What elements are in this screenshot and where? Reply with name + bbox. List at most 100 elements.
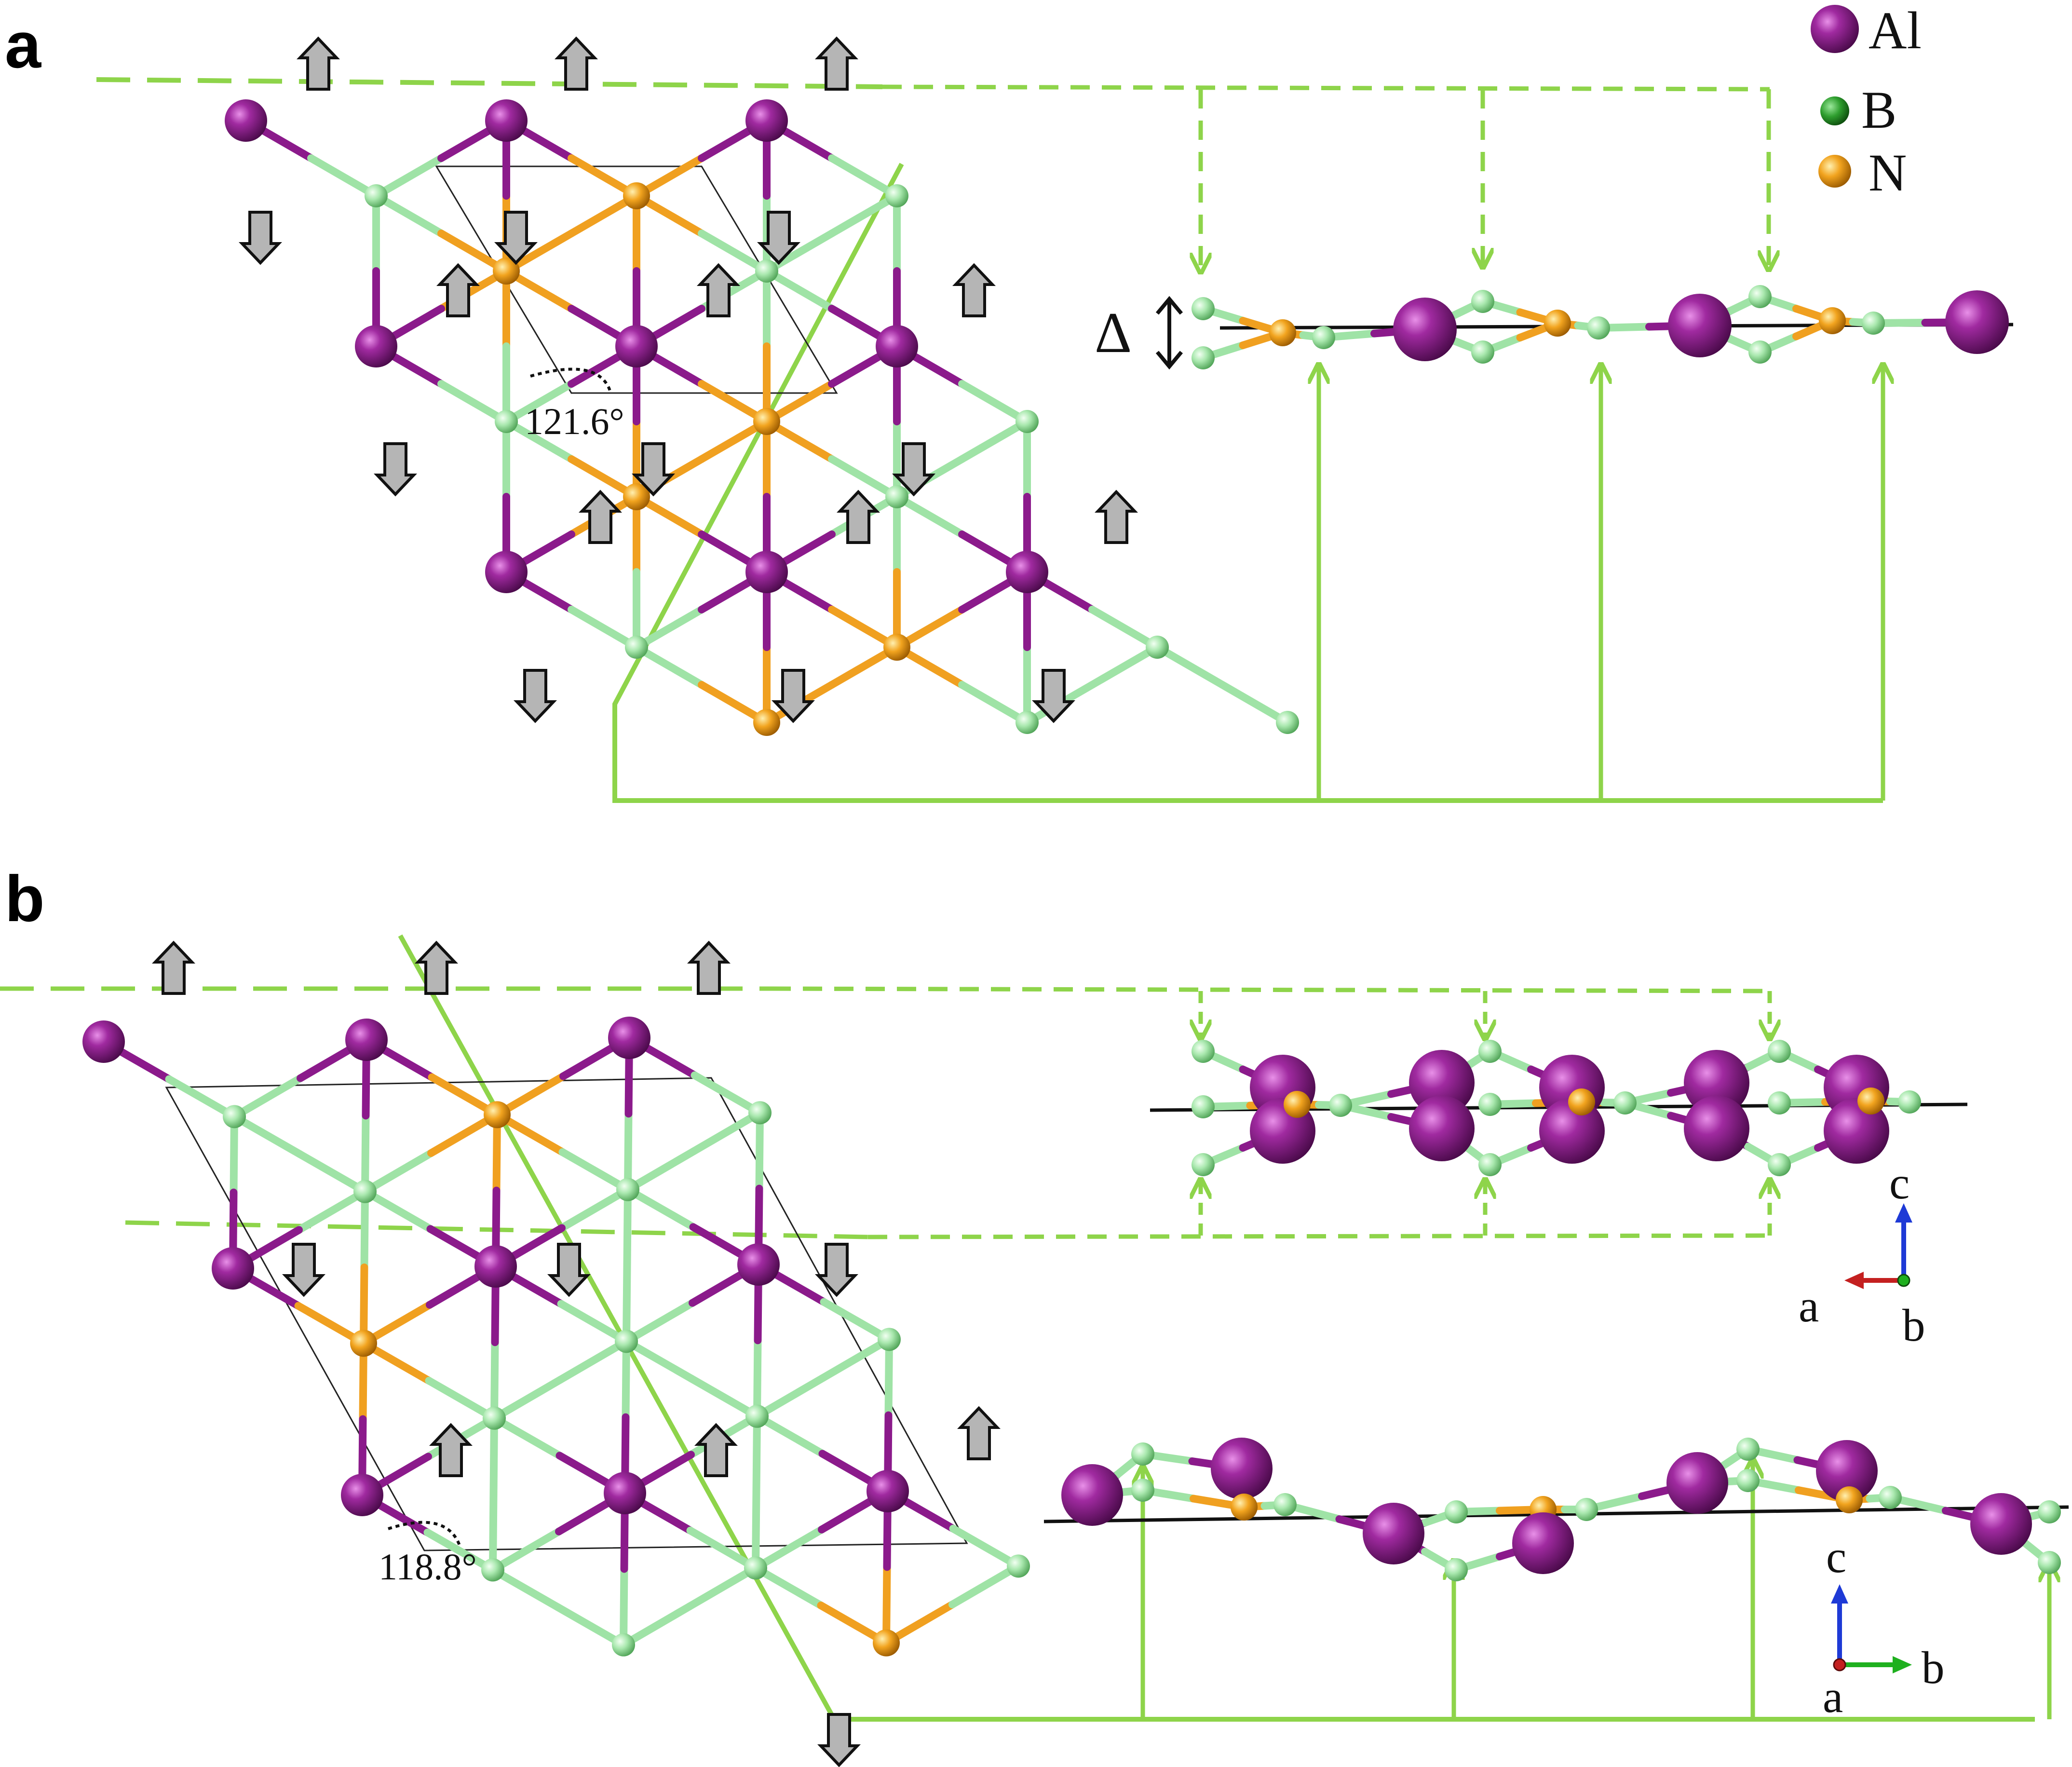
al-atom [355, 325, 397, 367]
bond [230, 1074, 304, 1121]
bond [828, 192, 901, 237]
bond [624, 1147, 698, 1194]
b-atom [748, 1101, 772, 1125]
b-atom [353, 1180, 377, 1203]
displacement-up-arrow [952, 263, 996, 317]
b-atom [612, 1633, 635, 1657]
b-atom [1575, 1498, 1598, 1521]
b-atom [1478, 1040, 1502, 1063]
bond [296, 1150, 369, 1196]
al-atom [745, 551, 788, 593]
b-atom [1445, 1500, 1468, 1523]
bond [755, 1109, 764, 1193]
al-atom [485, 99, 528, 142]
bond [623, 1185, 632, 1269]
bond [620, 1603, 693, 1649]
b-atom [2038, 1551, 2061, 1574]
axes-triad-top: c a b [1799, 1157, 1925, 1351]
bond [425, 1377, 498, 1422]
bond [688, 1375, 761, 1420]
bond [633, 643, 705, 689]
bond [752, 1488, 760, 1572]
legend: Al B N [1811, 1, 1922, 202]
axis-label-a-bottom: a [1823, 1671, 1843, 1722]
al-atom [1816, 1440, 1878, 1502]
bond [828, 154, 901, 200]
bond [949, 1524, 1022, 1570]
displacement-up-arrow [694, 1423, 738, 1477]
b-atom [744, 1556, 767, 1580]
bond [372, 154, 445, 200]
axis-label-c-bottom: c [1826, 1531, 1846, 1582]
bond [490, 1414, 564, 1460]
side-view-a [1192, 285, 2014, 369]
n-atom [753, 408, 780, 435]
bond [686, 1526, 759, 1572]
displacement-down-arrow [494, 211, 538, 265]
al-atom [1512, 1512, 1574, 1574]
bond [489, 1490, 498, 1574]
bond [490, 1376, 564, 1422]
axis-label-a-top: a [1799, 1280, 1819, 1332]
displacement-down-arrow [632, 442, 675, 497]
n-atom [493, 258, 520, 285]
displacement-down-arrow [282, 1243, 325, 1297]
bond [623, 1299, 696, 1346]
b-atom [1862, 312, 1885, 335]
b-atom [755, 259, 778, 283]
b-atom [481, 1558, 504, 1582]
bond [437, 380, 510, 425]
bond [423, 1528, 497, 1574]
b-atom [1768, 1091, 1791, 1115]
side-view-b-upper [1150, 1040, 1968, 1176]
n-atom [1544, 310, 1571, 337]
legend-n-label: N [1869, 143, 1907, 202]
bond [828, 455, 901, 501]
al-atom [1539, 1098, 1605, 1164]
al-atom [1409, 1050, 1475, 1115]
reference-plane-line [1043, 1505, 2069, 1523]
al-atom [82, 1020, 125, 1063]
n-atom [623, 182, 650, 209]
b-atom [1445, 1558, 1468, 1581]
axis-label-c-top: c [1889, 1157, 1909, 1209]
bond [948, 1562, 1022, 1608]
bond [372, 192, 445, 237]
bond [820, 1298, 893, 1344]
bond [1088, 643, 1161, 689]
n-atom [1269, 319, 1296, 346]
al-atom [225, 99, 267, 142]
displacement-up-arrow [697, 263, 740, 317]
al-atom [1824, 1098, 1889, 1164]
b-atom [1768, 1153, 1791, 1176]
displacement-down-arrow [817, 1713, 861, 1767]
angle-annotation-b: 118.8° [379, 1521, 477, 1588]
b-atom [1736, 1469, 1760, 1492]
bond [623, 1262, 631, 1346]
axis-label-b-bottom: b [1922, 1642, 1945, 1693]
b-atom [1471, 290, 1494, 313]
b-atom [885, 184, 908, 207]
bond [558, 1148, 632, 1194]
bond [884, 1335, 893, 1419]
n-atom [873, 1629, 900, 1657]
b-atom [1146, 636, 1169, 659]
al-atom [1970, 1493, 2032, 1555]
displacement-up-arrow [152, 940, 195, 995]
bond [752, 1412, 761, 1496]
bond [753, 1412, 826, 1458]
lattice-top-view-a [225, 99, 1299, 736]
displacement-up-arrow [957, 1406, 1001, 1460]
b-atom [1478, 1093, 1502, 1116]
n-atom [484, 1101, 511, 1128]
al-atom [1061, 1464, 1123, 1526]
displacement-down-arrow [892, 442, 935, 497]
legend-b-marker [1820, 96, 1849, 125]
b-atom [745, 1404, 769, 1428]
bond [489, 1566, 562, 1611]
bond [819, 1335, 893, 1382]
b-atom [1587, 316, 1610, 340]
bond [361, 1112, 370, 1196]
displacement-down-arrow [514, 669, 557, 723]
b-atom [1478, 1153, 1502, 1176]
